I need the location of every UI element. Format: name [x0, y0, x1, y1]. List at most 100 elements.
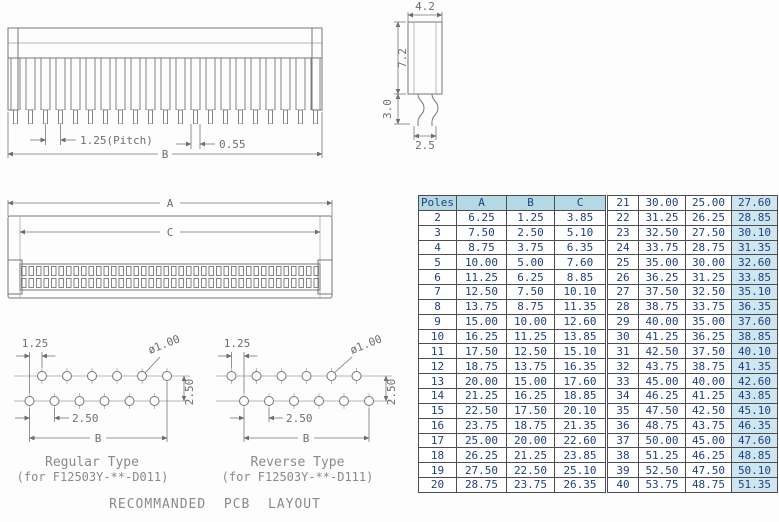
- table-cell: 5.10: [554, 224, 606, 241]
- dim-row-spacing-label: 2.50: [183, 379, 196, 406]
- table-cell: 21: [607, 195, 639, 211]
- table-cell: 26: [607, 269, 639, 286]
- table-cell: 45.10: [731, 402, 778, 419]
- table-cell: 10.00: [506, 313, 555, 330]
- table-cell: 6.35: [554, 239, 606, 256]
- table-cell: 8: [418, 298, 457, 315]
- left-end-wall: [7, 27, 19, 111]
- contact-strip: [19, 263, 321, 291]
- table-cell: 11.35: [554, 298, 606, 315]
- table-cell: 46.25: [638, 387, 686, 404]
- table-cell: 20.00: [506, 432, 555, 449]
- table-cell: 16: [418, 417, 457, 434]
- table-cell: 15.00: [506, 373, 555, 389]
- table-cell: 22: [607, 209, 639, 226]
- table-cell: 25.00: [685, 195, 732, 211]
- regular-type-subtitle: (for F12503Y-**-D011): [16, 470, 169, 484]
- table-cell: 26.35: [554, 477, 606, 493]
- table-cell: 43.75: [685, 417, 732, 434]
- table-cell: 2.50: [506, 224, 555, 241]
- table-cell: 45.00: [685, 432, 732, 449]
- dim-hole-dia-label: ø1.00: [348, 332, 384, 356]
- table-cell: 43.85: [731, 387, 778, 404]
- dim-pad-spacing-label: 2.50: [72, 412, 99, 425]
- table-cell: 40: [607, 477, 639, 493]
- table-cell: 25: [607, 254, 639, 271]
- table-cell: 47.50: [685, 462, 732, 479]
- table-cell: 8.75: [456, 239, 507, 256]
- table-header-cell: Poles: [418, 195, 457, 211]
- solder-pins: [8, 110, 322, 124]
- table-cell: 3.75: [506, 239, 555, 256]
- table-cell: 46.35: [731, 417, 778, 434]
- table-cell: 7: [418, 284, 457, 300]
- table-cell: 51.35: [731, 477, 778, 493]
- table-cell: 21.25: [456, 387, 507, 404]
- dim-pin-width-label: 0.55: [219, 138, 246, 151]
- table-cell: 6: [418, 269, 457, 286]
- table-cell: 36.35: [731, 298, 778, 315]
- table-cell: 17.50: [506, 402, 555, 419]
- table-cell: 3.85: [554, 209, 606, 226]
- table-cell: 12.50: [506, 343, 555, 360]
- table-cell: 50.00: [638, 432, 686, 449]
- table-cell: 40.00: [685, 373, 732, 389]
- table-cell: 40.00: [638, 313, 686, 330]
- dim-bottom-width-label: 2.5: [415, 139, 435, 152]
- table-cell: 11.25: [456, 269, 507, 286]
- table-cell: 53.75: [638, 477, 686, 493]
- table-header-cell: C: [554, 195, 606, 211]
- table-cell: 23.85: [554, 447, 606, 464]
- table-cell: 8.85: [554, 269, 606, 286]
- table-cell: 16.35: [554, 358, 606, 375]
- table-cell: 31: [607, 343, 639, 360]
- table-cell: 4: [418, 239, 457, 256]
- table-cell: 41.25: [638, 328, 686, 345]
- dim-pcb-pitch-label: 1.25: [22, 337, 49, 350]
- table-cell: 30: [607, 328, 639, 345]
- regular-type-title: Regular Type: [45, 455, 139, 470]
- table-cell: 11.25: [506, 328, 555, 345]
- table-cell: 8.75: [506, 298, 555, 315]
- table-cell: 31.35: [731, 239, 778, 256]
- table-cell: 38.85: [731, 328, 778, 345]
- table-cell: 38.75: [638, 298, 686, 315]
- dim-pcb-pitch-label: 1.25: [224, 337, 251, 350]
- table-cell: 10.00: [456, 254, 507, 271]
- table-cell: 7.50: [506, 284, 555, 300]
- table-cell: 31.25: [685, 269, 732, 286]
- table-cell: 7.50: [456, 224, 507, 241]
- table-cell: 30.00: [638, 195, 686, 211]
- table-cell: 5.00: [506, 254, 555, 271]
- dim-c-label: C: [167, 226, 174, 239]
- table-cell: 11: [418, 343, 457, 360]
- table-cell: 2: [418, 209, 457, 226]
- dim-b-label: B: [162, 148, 169, 161]
- table-cell: 48.85: [731, 447, 778, 464]
- table-cell: 38.75: [685, 358, 732, 375]
- table-cell: 27.50: [685, 224, 732, 241]
- right-end-block: [317, 259, 333, 295]
- table-cell: 29: [607, 313, 639, 330]
